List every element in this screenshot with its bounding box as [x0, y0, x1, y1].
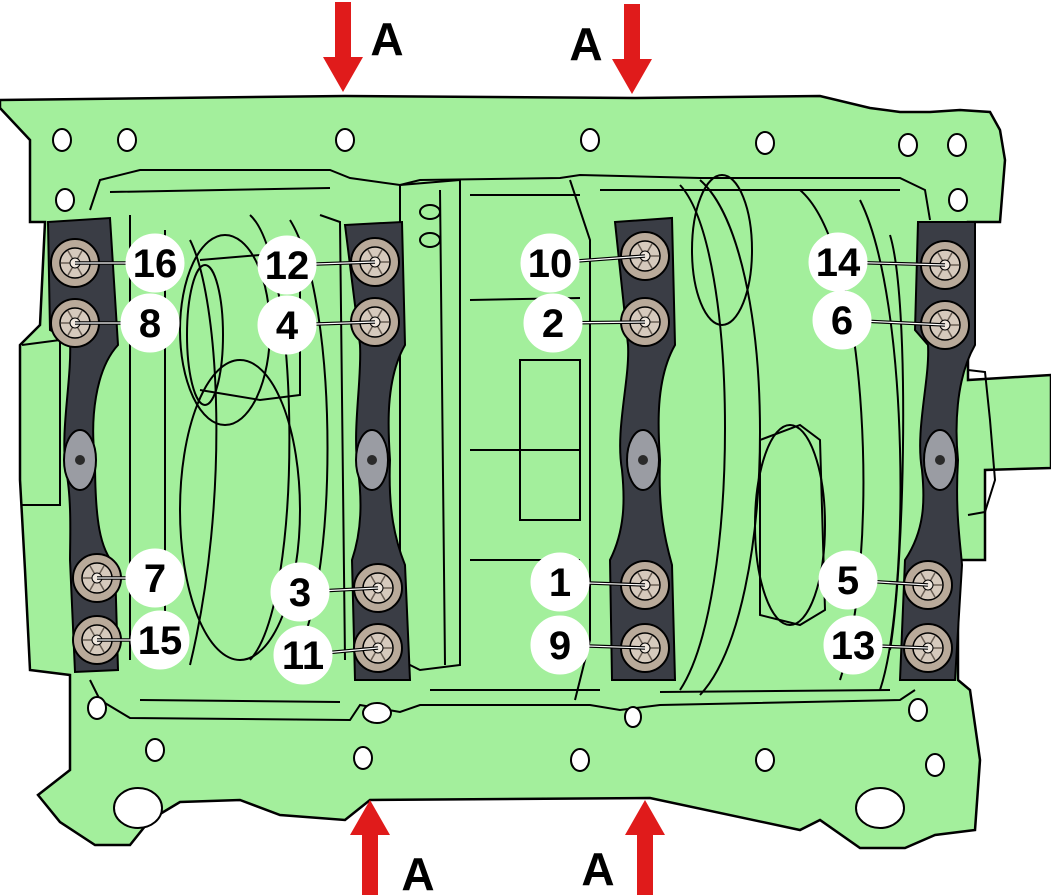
- callout-circle: [818, 550, 878, 610]
- callout-circle: [120, 293, 180, 353]
- bolt-number-label: 9: [549, 624, 571, 668]
- mounting-holes: [52, 128, 968, 829]
- arrow-bottom-right: A: [581, 800, 665, 895]
- bolt-callout-5: 5: [818, 550, 953, 610]
- arrow-bottom-left: A: [350, 800, 435, 895]
- bolt-number-label: 7: [144, 557, 166, 601]
- bolt-number-label: 11: [282, 634, 324, 678]
- bolt-number-label: 1: [549, 561, 571, 605]
- bolt-callout-12: 12: [257, 235, 400, 295]
- arrows-layer: A A A A: [323, 2, 665, 895]
- bolt-callout-2: 2: [523, 293, 670, 353]
- crankcase-rail-outline: [109, 187, 900, 703]
- callout-circle: [125, 548, 185, 608]
- bolt-callout-14: 14: [808, 232, 970, 292]
- callout-circle: [823, 615, 883, 675]
- direction-arrow-shape: [625, 800, 665, 895]
- callout-circle: [530, 552, 590, 612]
- callout-circle: [523, 293, 583, 353]
- bolt-callout-6: 6: [812, 290, 970, 350]
- direction-arrow-shape: [350, 800, 390, 895]
- direction-arrow-shape: [612, 4, 652, 94]
- bolt-callout-3: 3: [270, 562, 403, 622]
- bolt-number-label: 14: [816, 241, 861, 285]
- bolt-callout-4: 4: [257, 295, 400, 355]
- bedplate-body: [0, 94, 1051, 850]
- bolt-callout-15: 15: [72, 610, 190, 670]
- callout-circle: [520, 233, 580, 293]
- callout-circle: [125, 233, 185, 293]
- bolt-callout-1: 1: [530, 552, 670, 612]
- bolt-callout-9: 9: [530, 615, 670, 675]
- arrow-label: A: [401, 848, 434, 895]
- bolt-callout-16: 16: [50, 233, 185, 293]
- arrow-top-left: A: [323, 2, 404, 92]
- callout-circle: [257, 235, 317, 295]
- bolt-number-label: 5: [837, 559, 859, 603]
- arrow-label: A: [569, 18, 602, 70]
- arrow-label: A: [581, 843, 614, 895]
- bolt-callout-13: 13: [823, 615, 953, 675]
- callout-circle: [273, 625, 333, 685]
- bolt-callout-10: 10: [520, 231, 670, 293]
- crankcase-opening-outline: [89, 169, 931, 722]
- bolt-number-label: 15: [138, 619, 183, 663]
- bolt-callout-11: 11: [273, 623, 403, 685]
- callout-circle: [812, 290, 872, 350]
- arrow-label: A: [370, 13, 403, 65]
- bolt-number-label: 10: [528, 242, 573, 286]
- bolt-number-label: 3: [289, 571, 311, 615]
- bolt-callout-8: 8: [50, 293, 180, 353]
- bolts-layer: 16 8 7 15 12 4 3 11 10 2 1 9 14 6 5 13: [50, 231, 970, 685]
- bolt-number-label: 12: [265, 244, 310, 288]
- arrow-top-right: A: [569, 4, 652, 94]
- bolt-number-label: 13: [831, 624, 876, 668]
- bolt-number-label: 4: [276, 304, 299, 348]
- callout-circle: [257, 295, 317, 355]
- direction-arrow-shape: [323, 2, 363, 92]
- bolt-callout-7: 7: [72, 548, 185, 608]
- bolt-number-label: 6: [831, 299, 853, 343]
- callout-circle: [130, 610, 190, 670]
- callout-circle: [270, 562, 330, 622]
- bolt-number-label: 8: [139, 302, 161, 346]
- callout-circle: [530, 615, 590, 675]
- bolt-number-label: 2: [542, 302, 564, 346]
- bolt-number-label: 16: [133, 242, 178, 286]
